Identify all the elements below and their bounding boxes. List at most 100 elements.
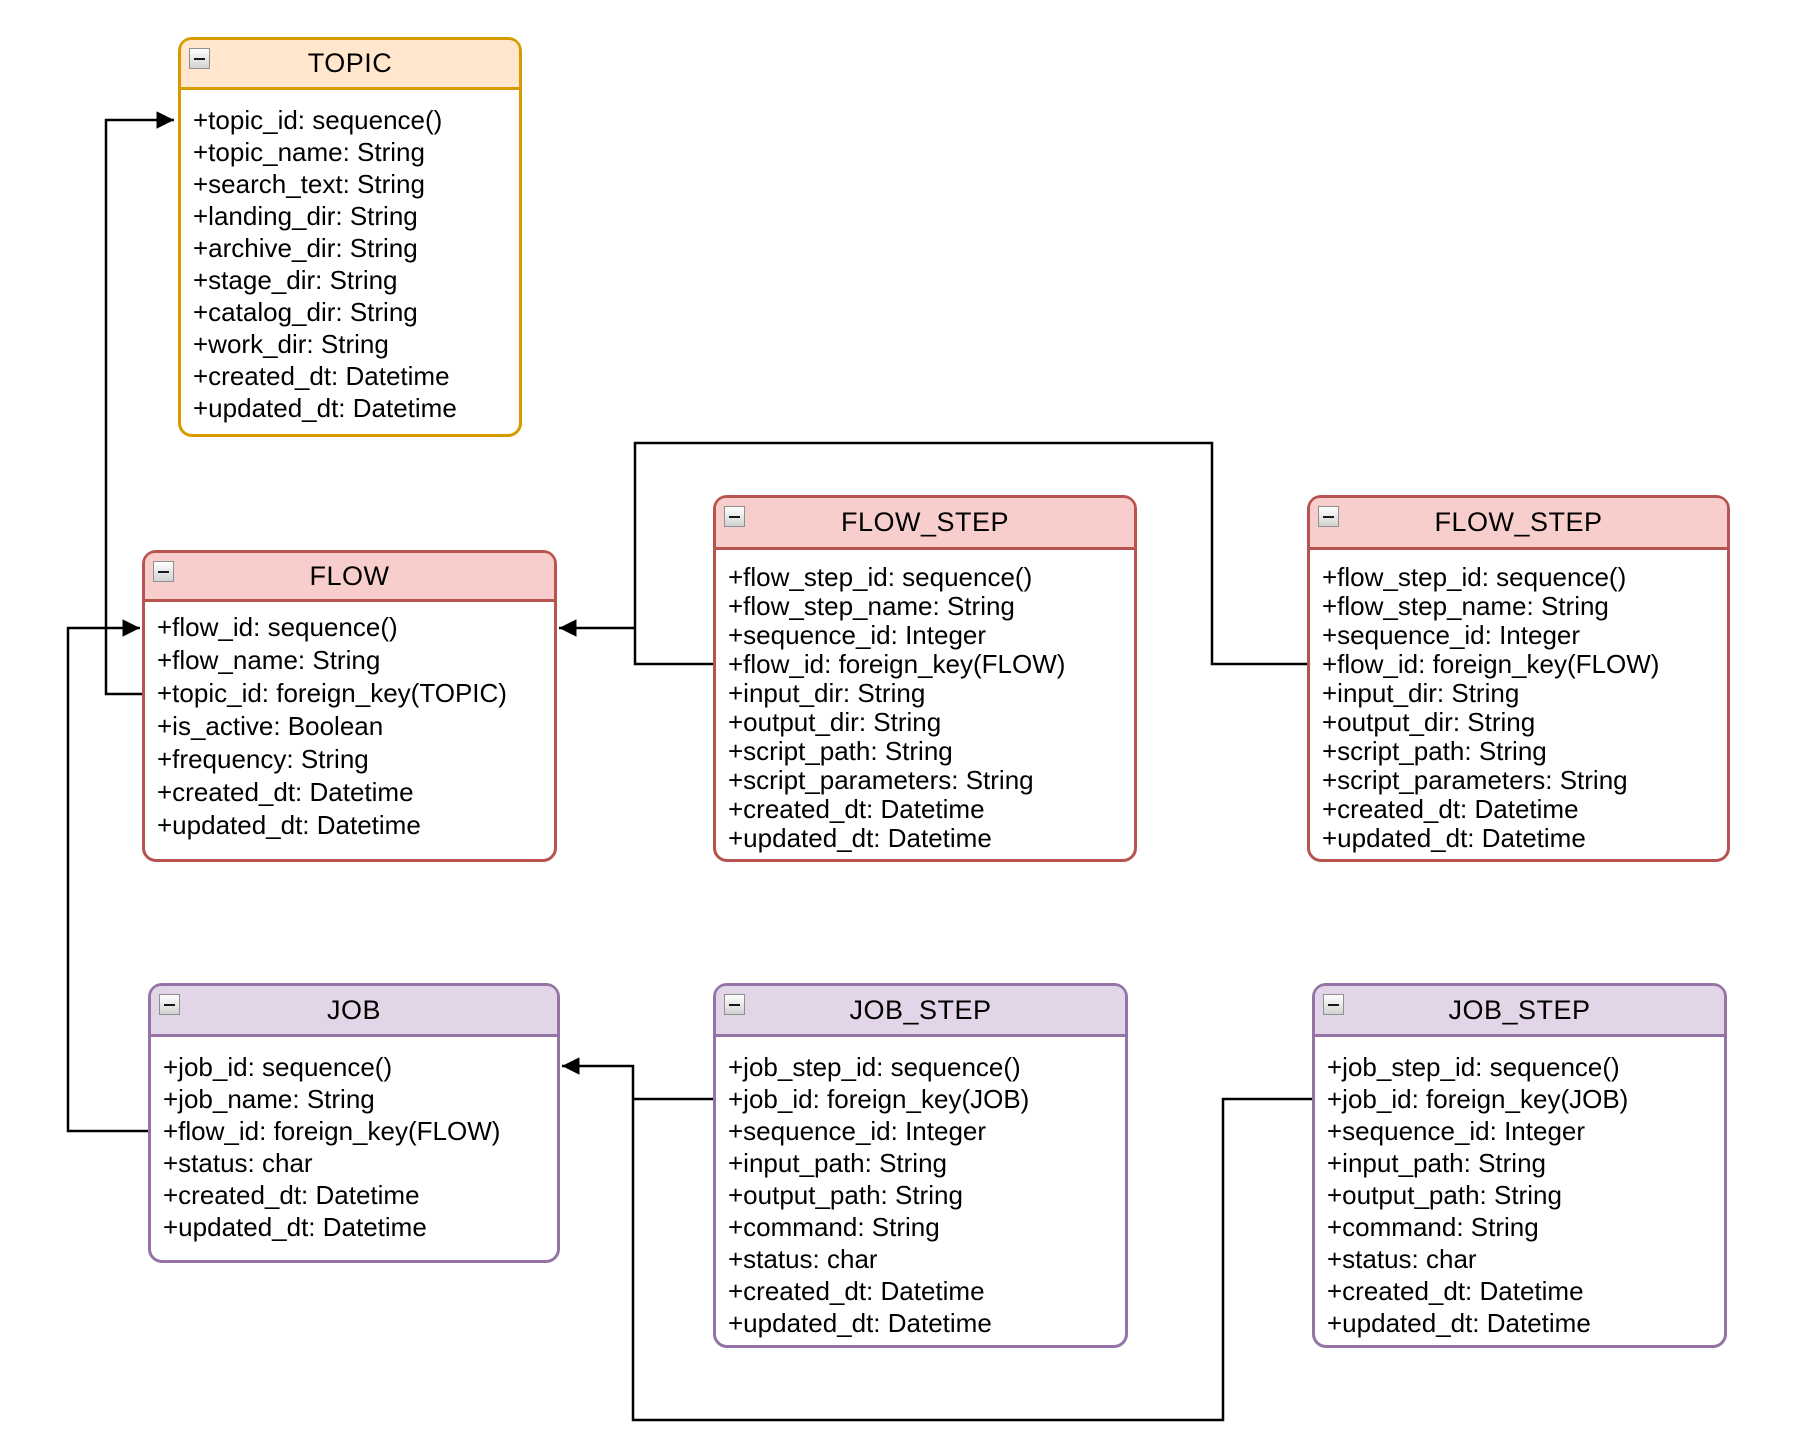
field-row: +sequence_id: Integer bbox=[728, 1116, 987, 1146]
entity-title: FLOW_STEP bbox=[1434, 507, 1603, 537]
entity-job[interactable]: JOB +job_id: sequence() +job_name: Strin… bbox=[148, 983, 560, 1263]
field-row: +script_path: String bbox=[1322, 736, 1547, 766]
minus-icon bbox=[158, 570, 169, 573]
field-row: +updated_dt: Datetime bbox=[728, 1308, 992, 1338]
field-row: +flow_step_name: String bbox=[1322, 591, 1609, 621]
field-row: +input_path: String bbox=[1327, 1148, 1546, 1178]
field-row: +input_path: String bbox=[728, 1148, 947, 1178]
field-row: +landing_dir: String bbox=[193, 201, 418, 231]
entity-flow-step-fields: +flow_step_id: sequence() +flow_step_nam… bbox=[716, 550, 1134, 853]
field-row: +topic_id: sequence() bbox=[193, 105, 443, 135]
field-row: +output_dir: String bbox=[1322, 707, 1536, 737]
field-row: +created_dt: Datetime bbox=[193, 361, 450, 391]
minus-icon bbox=[164, 1003, 175, 1006]
entity-job-step-fields: +job_step_id: sequence() +job_id: foreig… bbox=[1315, 1037, 1724, 1339]
field-row: +updated_dt: Datetime bbox=[193, 393, 457, 423]
field-row: +created_dt: Datetime bbox=[1322, 794, 1579, 824]
field-row: +flow_id: foreign_key(FLOW) bbox=[163, 1116, 501, 1146]
field-row: +output_path: String bbox=[728, 1180, 963, 1210]
field-row: +search_text: String bbox=[193, 169, 425, 199]
entity-flow[interactable]: FLOW +flow_id: sequence() +flow_name: St… bbox=[142, 550, 557, 862]
entity-flow-step-left[interactable]: FLOW_STEP +flow_step_id: sequence() +flo… bbox=[713, 495, 1137, 862]
field-row: +updated_dt: Datetime bbox=[157, 810, 421, 840]
field-row: +job_step_id: sequence() bbox=[1327, 1052, 1620, 1082]
connector-job-flow-id bbox=[66, 619, 148, 1133]
field-row: +flow_step_id: sequence() bbox=[728, 562, 1033, 592]
collapse-icon[interactable] bbox=[724, 994, 745, 1015]
field-row: +status: char bbox=[1327, 1244, 1477, 1274]
field-row: +sequence_id: Integer bbox=[1322, 620, 1581, 650]
field-row: +work_dir: String bbox=[193, 329, 389, 359]
collapse-icon[interactable] bbox=[159, 994, 180, 1015]
field-row: +output_path: String bbox=[1327, 1180, 1562, 1210]
field-row: +input_dir: String bbox=[728, 678, 926, 708]
entity-job-step-header: JOB_STEP bbox=[716, 986, 1125, 1037]
entity-title: JOB_STEP bbox=[1448, 994, 1591, 1025]
entity-flow-step-header: FLOW_STEP bbox=[1310, 498, 1727, 550]
field-row: +updated_dt: Datetime bbox=[163, 1212, 427, 1242]
entity-title: JOB_STEP bbox=[849, 994, 992, 1025]
entity-job-header: JOB bbox=[151, 986, 557, 1037]
field-row: +updated_dt: Datetime bbox=[1327, 1308, 1591, 1338]
minus-icon bbox=[1323, 515, 1334, 518]
field-row: +stage_dir: String bbox=[193, 265, 398, 295]
entity-title: TOPIC bbox=[307, 48, 393, 78]
entity-job-step-right[interactable]: JOB_STEP +job_step_id: sequence() +job_i… bbox=[1312, 983, 1727, 1348]
minus-icon bbox=[729, 1003, 740, 1006]
entity-topic-fields: +topic_id: sequence() +topic_name: Strin… bbox=[181, 90, 519, 424]
field-row: +script_parameters: String bbox=[1322, 765, 1628, 795]
field-row: +status: char bbox=[163, 1148, 313, 1178]
field-row: +flow_step_name: String bbox=[728, 591, 1015, 621]
entity-flow-step-fields: +flow_step_id: sequence() +flow_step_nam… bbox=[1310, 550, 1727, 853]
collapse-icon[interactable] bbox=[1323, 994, 1344, 1015]
field-row: +flow_name: String bbox=[157, 645, 381, 675]
field-row: +input_dir: String bbox=[1322, 678, 1520, 708]
field-row: +is_active: Boolean bbox=[157, 711, 384, 741]
field-row: +archive_dir: String bbox=[193, 233, 418, 263]
field-row: +command: String bbox=[1327, 1212, 1539, 1242]
minus-icon bbox=[729, 515, 740, 518]
collapse-icon[interactable] bbox=[153, 561, 174, 582]
field-row: +job_id: foreign_key(JOB) bbox=[1327, 1084, 1629, 1114]
field-row: +created_dt: Datetime bbox=[728, 1276, 985, 1306]
field-row: +created_dt: Datetime bbox=[163, 1180, 420, 1210]
entity-job-step-header: JOB_STEP bbox=[1315, 986, 1724, 1037]
minus-icon bbox=[1328, 1003, 1339, 1006]
entity-flow-step-right[interactable]: FLOW_STEP +flow_step_id: sequence() +flo… bbox=[1307, 495, 1730, 862]
field-row: +created_dt: Datetime bbox=[157, 777, 414, 807]
field-row: +flow_id: foreign_key(FLOW) bbox=[1322, 649, 1660, 679]
entity-job-step-left[interactable]: JOB_STEP +job_step_id: sequence() +job_i… bbox=[713, 983, 1128, 1348]
entity-flow-header: FLOW bbox=[145, 553, 554, 602]
entity-title: JOB bbox=[326, 994, 381, 1025]
field-row: +sequence_id: Integer bbox=[728, 620, 987, 650]
entity-title: FLOW_STEP bbox=[840, 507, 1010, 537]
field-row: +job_id: foreign_key(JOB) bbox=[728, 1084, 1030, 1114]
entity-topic-header: TOPIC bbox=[181, 40, 519, 90]
entity-topic[interactable]: TOPIC +topic_id: sequence() +topic_name:… bbox=[178, 37, 522, 437]
field-row: +catalog_dir: String bbox=[193, 297, 418, 327]
field-row: +sequence_id: Integer bbox=[1327, 1116, 1586, 1146]
field-row: +flow_id: sequence() bbox=[157, 612, 398, 642]
field-row: +job_step_id: sequence() bbox=[728, 1052, 1021, 1082]
entity-title: FLOW bbox=[309, 560, 390, 591]
entity-flow-step-header: FLOW_STEP bbox=[716, 498, 1134, 550]
field-row: +flow_step_id: sequence() bbox=[1322, 562, 1627, 592]
field-row: +updated_dt: Datetime bbox=[728, 823, 992, 853]
field-row: +flow_id: foreign_key(FLOW) bbox=[728, 649, 1066, 679]
field-row: +job_id: sequence() bbox=[163, 1052, 393, 1082]
entity-flow-fields: +flow_id: sequence() +flow_name: String … bbox=[145, 602, 554, 842]
field-row: +job_name: String bbox=[163, 1084, 375, 1114]
field-row: +output_dir: String bbox=[728, 707, 942, 737]
collapse-icon[interactable] bbox=[724, 506, 745, 527]
field-row: +script_parameters: String bbox=[728, 765, 1034, 795]
entity-job-step-fields: +job_step_id: sequence() +job_id: foreig… bbox=[716, 1037, 1125, 1339]
field-row: +status: char bbox=[728, 1244, 878, 1274]
field-row: +frequency: String bbox=[157, 744, 369, 774]
field-row: +created_dt: Datetime bbox=[1327, 1276, 1584, 1306]
collapse-icon[interactable] bbox=[189, 48, 210, 69]
field-row: +created_dt: Datetime bbox=[728, 794, 985, 824]
field-row: +script_path: String bbox=[728, 736, 953, 766]
collapse-icon[interactable] bbox=[1318, 506, 1339, 527]
field-row: +topic_id: foreign_key(TOPIC) bbox=[157, 678, 507, 708]
